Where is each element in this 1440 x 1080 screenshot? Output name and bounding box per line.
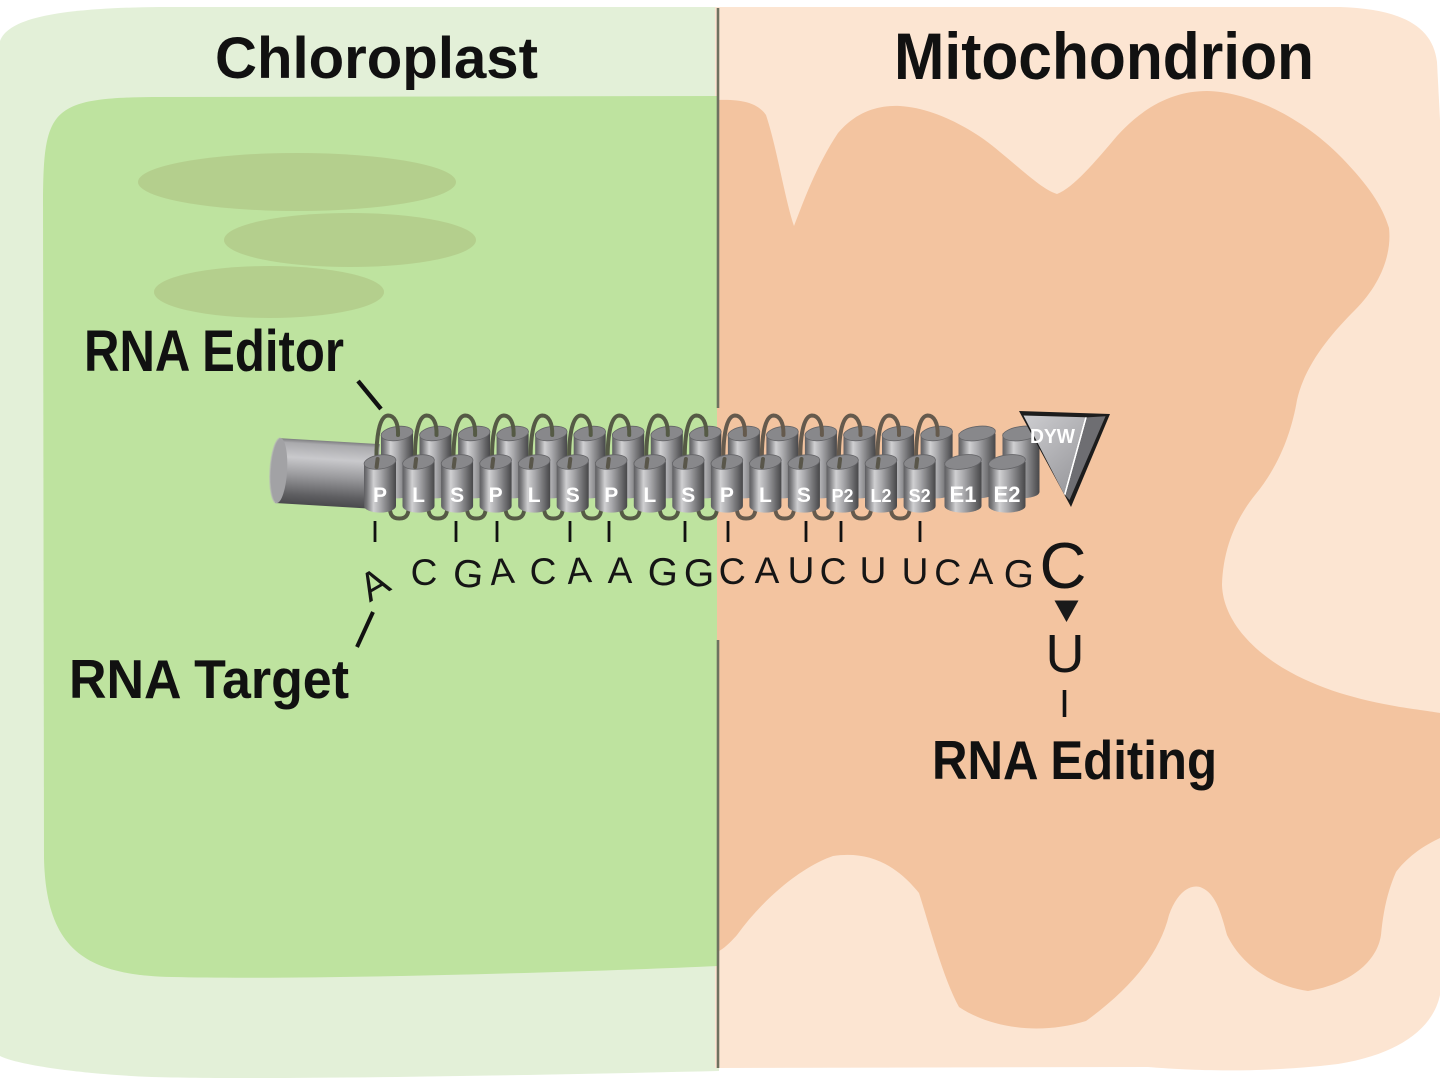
svg-text:C: C <box>530 551 557 592</box>
svg-text:C: C <box>1040 529 1087 602</box>
svg-text:L: L <box>759 484 772 507</box>
svg-text:C: C <box>411 552 438 593</box>
svg-text:A: A <box>565 549 593 592</box>
svg-text:Mitochondrion: Mitochondrion <box>894 19 1314 93</box>
svg-text:G: G <box>684 552 714 595</box>
svg-text:E2: E2 <box>994 482 1021 507</box>
svg-text:S: S <box>681 484 695 507</box>
svg-text:P: P <box>489 484 503 507</box>
svg-text:A: A <box>755 550 780 591</box>
svg-text:S: S <box>566 484 580 507</box>
svg-text:Chloroplast: Chloroplast <box>215 26 538 91</box>
svg-text:U: U <box>860 550 887 591</box>
svg-text:L2: L2 <box>870 486 891 506</box>
svg-text:P: P <box>373 484 387 507</box>
svg-text:DYW: DYW <box>1030 426 1075 448</box>
svg-text:C: C <box>933 551 962 593</box>
svg-text:G: G <box>646 550 679 595</box>
svg-text:C: C <box>820 551 847 592</box>
svg-text:L: L <box>528 484 541 507</box>
svg-text:G: G <box>451 552 486 598</box>
svg-text:S2: S2 <box>909 486 931 506</box>
svg-text:RNA Editor: RNA Editor <box>84 319 344 384</box>
svg-text:S: S <box>797 484 811 507</box>
svg-text:U: U <box>1046 624 1085 684</box>
svg-text:P2: P2 <box>831 486 853 506</box>
svg-text:E1: E1 <box>950 482 977 507</box>
svg-text:P: P <box>720 484 734 507</box>
svg-text:G: G <box>1002 552 1035 597</box>
svg-text:L: L <box>643 484 656 507</box>
svg-text:U: U <box>788 550 815 591</box>
svg-text:A: A <box>969 551 994 592</box>
svg-text:P: P <box>604 484 618 507</box>
svg-text:L: L <box>412 484 425 507</box>
svg-text:A: A <box>487 550 516 593</box>
svg-text:C: C <box>717 550 747 593</box>
svg-text:U: U <box>902 551 929 592</box>
svg-text:RNA Editing: RNA Editing <box>932 729 1217 791</box>
svg-text:S: S <box>450 484 464 507</box>
svg-text:A: A <box>608 550 633 591</box>
svg-text:RNA Target: RNA Target <box>69 648 349 710</box>
